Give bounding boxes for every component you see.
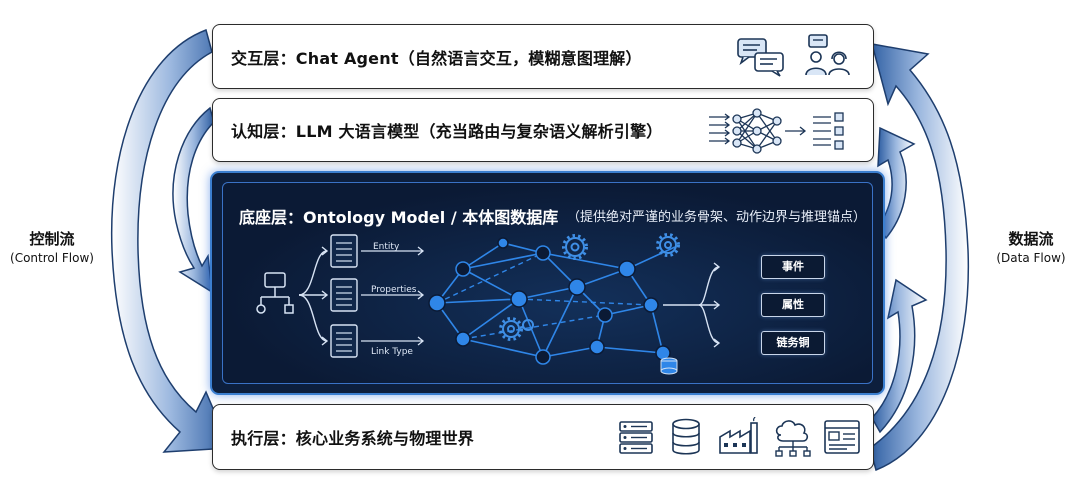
graph-nodes — [428, 237, 671, 365]
execution-layer: 执行层：核心业务系统与物理世界 — [212, 404, 874, 470]
data-flow-inner-arrow-upper — [877, 126, 916, 240]
control-flow-zh: 控制流 — [29, 230, 75, 248]
database-node-icon — [660, 357, 678, 375]
edge-label-link-type: Link Type — [371, 347, 413, 357]
output-event: 事件 — [761, 255, 825, 279]
control-flow-inner-arrow — [172, 106, 215, 294]
edge-label-properties: Properties — [371, 285, 417, 295]
data-flow-en: (Data Flow) — [996, 251, 1066, 265]
graph-edges — [436, 242, 676, 358]
foundation-layer-subtitle: （提供绝对严谨的业务骨架、动作边界与推理锚点） — [567, 210, 867, 225]
chat-bubbles-icon — [737, 38, 784, 77]
data-flow-label: 数据流 (Data Flow) — [985, 228, 1077, 265]
output-link: 链务铜 — [761, 331, 825, 355]
user-support-icon — [805, 34, 850, 76]
execution-layer-title: 执行层：核心业务系统与物理世界 — [231, 429, 475, 448]
hierarchy-icon — [256, 272, 294, 314]
interaction-layer-title: 交互层：Chat Agent（自然语言交互，模糊意图理解） — [231, 48, 642, 68]
factory-icon — [719, 417, 758, 454]
control-flow-outer-arrow — [110, 29, 232, 453]
ontology-graph — [256, 233, 721, 375]
cloud-network-icon — [775, 420, 811, 457]
cognition-layer-title: 认知层：LLM 大语言模型（充当路由与复杂语义解析引擎） — [231, 122, 663, 141]
data-flow-outer-arrow — [869, 43, 970, 472]
server-rack-icon — [619, 421, 653, 454]
foundation-layer: 底座层：Ontology Model / 本体图数据库 （提供绝对严谨的业务骨架… — [210, 171, 885, 395]
output-attribute: 属性 — [761, 293, 825, 317]
interaction-layer: 交互层：Chat Agent（自然语言交互，模糊意图理解） — [212, 24, 874, 89]
foundation-layer-title: 底座层：Ontology Model / 本体图数据库 — [239, 208, 559, 227]
cognition-layer: 认知层：LLM 大语言模型（充当路由与复杂语义解析引擎） — [212, 98, 874, 162]
dashboard-window-icon — [824, 420, 860, 454]
neural-network-icon — [709, 108, 844, 154]
gear-icons — [502, 236, 677, 338]
control-flow-en: (Control Flow) — [10, 251, 94, 265]
foundation-inner-frame: 底座层：Ontology Model / 本体图数据库 （提供绝对严谨的业务骨架… — [222, 182, 873, 384]
edge-label-entity: Entity — [373, 242, 400, 252]
database-icon — [672, 418, 700, 455]
data-flow-inner-arrow-lower — [871, 278, 928, 434]
control-flow-label: 控制流 (Control Flow) — [2, 228, 102, 265]
data-flow-zh: 数据流 — [1008, 230, 1054, 248]
